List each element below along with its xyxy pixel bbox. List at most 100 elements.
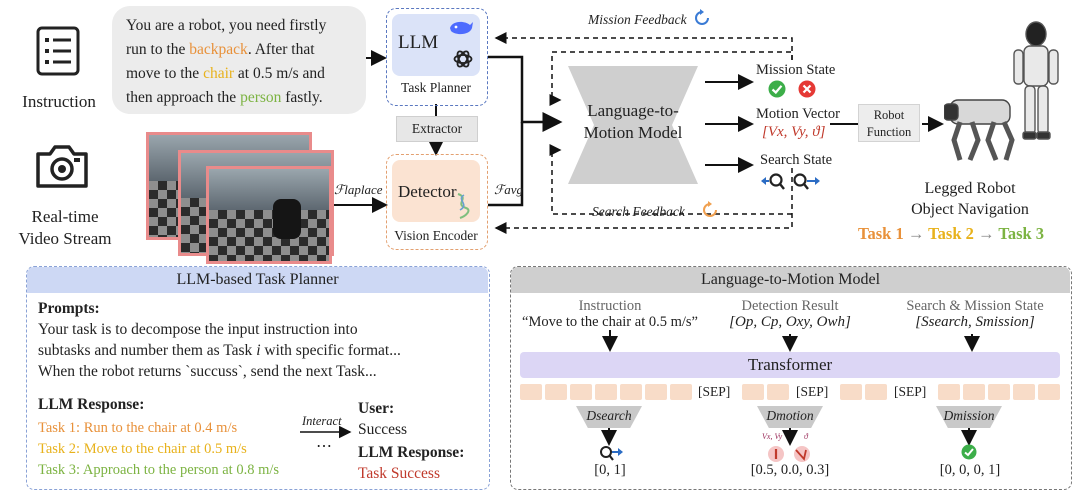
mission-state-label: Mission State	[756, 62, 836, 78]
prompt-2-i: i	[256, 342, 261, 359]
video-frame-3	[206, 166, 332, 264]
llm-final-response: Task Success	[358, 465, 440, 482]
motion-vector-math: [Vx, Vy, ϑ]	[762, 124, 826, 140]
instruction-text: You are a robot, you need firstly run to…	[126, 14, 362, 110]
col-instruction-label: Instruction	[578, 298, 642, 314]
interact-label: Interact	[302, 414, 342, 428]
search-output-value: [0, 1]	[594, 462, 626, 478]
motion-vector-label: Motion Vector	[756, 106, 840, 122]
task-seq-arrow-1: →	[907, 224, 925, 243]
token	[767, 384, 789, 400]
l2m-label-line-2: Motion Model	[583, 123, 683, 142]
interact-dots: ⋯	[316, 438, 332, 455]
instr-backpack: backpack	[189, 41, 248, 58]
d-mission-label: Dmission	[943, 408, 995, 423]
robot-caption-line-2: Object Navigation	[911, 201, 1029, 218]
d-search-decoder	[576, 406, 642, 428]
arrow-llm-to-l2m	[488, 55, 563, 132]
video-label-line-2: Video Stream	[18, 229, 112, 248]
llm-task-3: Task 3: Approach to the person at 0.8 m/…	[38, 462, 280, 478]
robot-function-line-1: Robot	[873, 108, 905, 122]
user-label: User:	[358, 400, 395, 417]
feature-avg-label: ℱavg	[494, 182, 523, 197]
token	[595, 384, 617, 400]
l2m-panel	[510, 266, 1072, 490]
mission-feedback-label: Mission Feedback	[588, 12, 687, 27]
instr-chair: chair	[203, 65, 235, 82]
instr-person: person	[240, 89, 282, 106]
llm-response-label: LLM Response:	[38, 396, 145, 413]
d-search-label: Dsearch	[586, 408, 632, 423]
token	[865, 384, 887, 400]
token	[938, 384, 960, 400]
extractor-box: Extractor	[396, 116, 478, 142]
instruction-line-3: move to the chair at 0.5 m/s and	[126, 62, 362, 86]
llm-label: LLM	[398, 32, 439, 53]
prompts-block: Prompts: Your task is to decompose the i…	[38, 298, 482, 382]
llm-planner-panel-title: LLM-based Task Planner	[27, 267, 488, 293]
camera-icon	[36, 145, 88, 188]
instruction-bubble	[112, 6, 366, 114]
detector-block	[392, 160, 480, 222]
instr-4-post: fastly.	[281, 89, 323, 106]
task-sequence: Task 1 → Task 2 → Task 3	[858, 224, 1044, 244]
token	[645, 384, 667, 400]
task-planner-box	[386, 8, 488, 106]
quadruped-robot	[944, 99, 1015, 161]
l2m-panel-title: Language-to-Motion Model	[511, 267, 1070, 293]
d-motion-label: Dmotion	[766, 408, 814, 423]
token	[545, 384, 567, 400]
motion-output-value: [0.5, 0.0, 0.3]	[750, 462, 830, 478]
robot-function-box: Robot Function	[858, 104, 920, 142]
instr-2-post: . After that	[247, 41, 315, 58]
task-planner-caption: Task Planner	[401, 80, 471, 95]
llm-planner-panel	[26, 266, 490, 490]
instruction-list-icon	[36, 26, 80, 76]
legged-robot-illustration	[944, 21, 1059, 161]
token	[963, 384, 985, 400]
instr-3-post: at 0.5 m/s and	[234, 65, 325, 82]
prompt-line-3: When the robot returns `succuss`, send t…	[38, 363, 377, 380]
whale-logo-icon	[450, 21, 473, 35]
sep-token-3: [SEP]	[894, 384, 927, 399]
transformer-block: Transformer	[520, 352, 1060, 378]
mission-output-check-icon	[961, 444, 977, 460]
user-block: User: Success LLM Response: Task Success	[358, 398, 464, 484]
token	[1038, 384, 1060, 400]
col-instruction-text: “Move to the chair at 0.5 m/s”	[522, 314, 698, 330]
search-feedback-cycle-icon	[703, 201, 717, 217]
mission-feedback-loop	[494, 32, 793, 60]
instruction-label: Instruction	[22, 92, 96, 111]
search-direction-icons	[761, 173, 820, 190]
vision-encoder-box	[386, 154, 488, 250]
l2m-hourglass-shape	[568, 66, 698, 184]
video-label-line-1: Real-time	[31, 207, 99, 226]
backpack-object	[273, 199, 301, 239]
prompt-2-post: with specific format...	[260, 342, 401, 359]
d-motion-decoder	[757, 406, 823, 428]
instr-2-pre: run to the	[126, 41, 190, 58]
video-label: Real-time Video Stream	[10, 206, 120, 250]
user-reply: Success	[358, 421, 408, 438]
mission-feedback-cycle-icon	[695, 9, 709, 25]
instr-4-pre: then approach the	[126, 89, 241, 106]
token	[520, 384, 542, 400]
instruction-line-1: You are a robot, you need firstly	[126, 17, 327, 34]
cross-icon	[798, 80, 816, 98]
token	[988, 384, 1010, 400]
token	[620, 384, 642, 400]
detector-logo-icon	[457, 193, 470, 219]
mission-output-value: [0, 0, 0, 1]	[939, 462, 1001, 478]
openai-logo-icon	[453, 50, 473, 68]
llm-response-label-2: LLM Response:	[358, 444, 465, 461]
motion-output-icons	[768, 446, 810, 462]
prompt-2-pre: subtasks and number them as Task	[38, 342, 257, 359]
instruction-line-4: then approach the person fastly.	[126, 86, 362, 110]
token	[840, 384, 862, 400]
l2m-label: Language-to- Motion Model	[560, 100, 706, 144]
instruction-line-2: run to the backpack. After that	[126, 38, 362, 62]
instr-3-pre: move to the	[126, 65, 204, 82]
search-feedback-loop	[494, 168, 793, 234]
mission-feedback-to-l2m	[549, 51, 793, 106]
